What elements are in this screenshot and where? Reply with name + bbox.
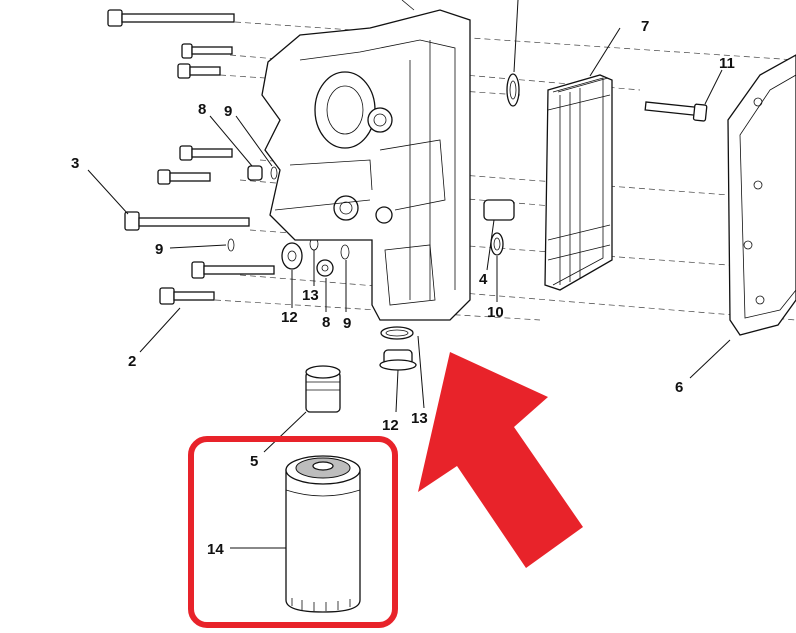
callout-4: 4: [479, 271, 488, 288]
bolt-11: [644, 101, 708, 122]
bolts-left: [107, 9, 708, 305]
highlight-box: [188, 436, 398, 628]
callout-8: 8: [322, 314, 330, 331]
callout-11: 11: [719, 55, 735, 72]
callout-8: 8: [198, 101, 206, 118]
gasket: [727, 54, 796, 336]
callout-6: 6: [675, 379, 683, 396]
callout-2: 2: [128, 353, 136, 370]
engine-housing: [261, 0, 471, 321]
long-bolt-3: [124, 211, 250, 231]
callout-7: 7: [641, 18, 649, 35]
callout-3: 3: [71, 155, 79, 172]
bolt-mid: [191, 261, 275, 279]
long-bolt-top: [107, 9, 235, 27]
leader-lines: [87, 0, 731, 549]
short-bolt-3: [179, 145, 233, 161]
bolt-2: [159, 287, 215, 305]
red-arrow: [418, 352, 583, 568]
callout-9: 9: [224, 103, 232, 120]
small-parts: [227, 73, 520, 371]
short-bolt-4: [157, 169, 211, 185]
callout-12: 12: [281, 309, 298, 326]
callout-labels: 3 8 9 9 2 12 13 8 9 4 10 7 11 6 5 12 13 …: [71, 18, 735, 558]
callout-9: 9: [343, 315, 351, 332]
callout-13: 13: [411, 410, 428, 427]
short-bolt-2: [177, 63, 221, 79]
plug-5: [305, 365, 341, 413]
short-bolt-1: [181, 43, 233, 59]
callout-14: 14: [207, 541, 224, 558]
callout-5: 5: [250, 453, 258, 470]
callout-13: 13: [302, 287, 319, 304]
oil-cooler: [544, 74, 613, 291]
callout-9: 9: [155, 241, 163, 258]
callout-10: 10: [487, 304, 504, 321]
callout-12: 12: [382, 417, 399, 434]
oil-filter: [285, 455, 361, 613]
